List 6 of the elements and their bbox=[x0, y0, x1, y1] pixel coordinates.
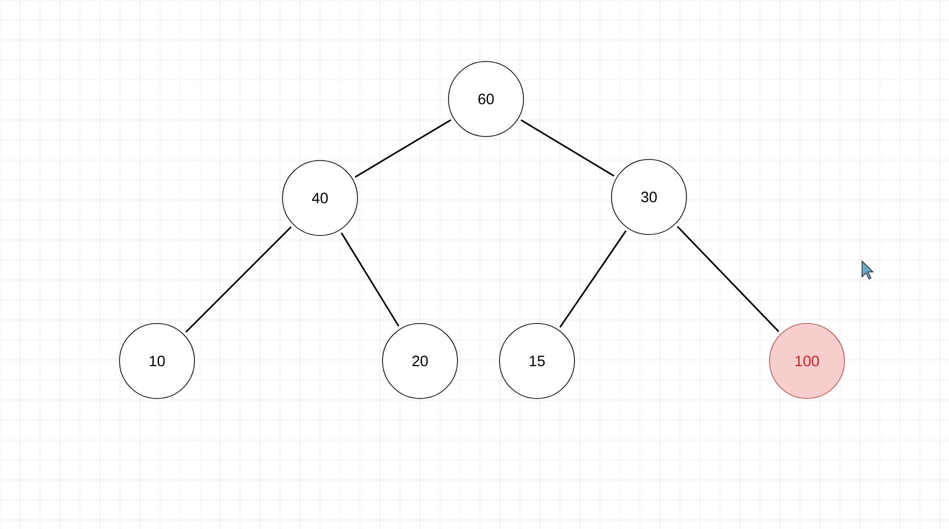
tree-edge bbox=[354, 119, 452, 178]
tree-edge bbox=[676, 226, 780, 332]
tree-edge bbox=[185, 226, 292, 333]
tree-edge bbox=[520, 119, 614, 177]
tree-edge bbox=[559, 230, 627, 328]
tree-edge bbox=[340, 232, 400, 327]
